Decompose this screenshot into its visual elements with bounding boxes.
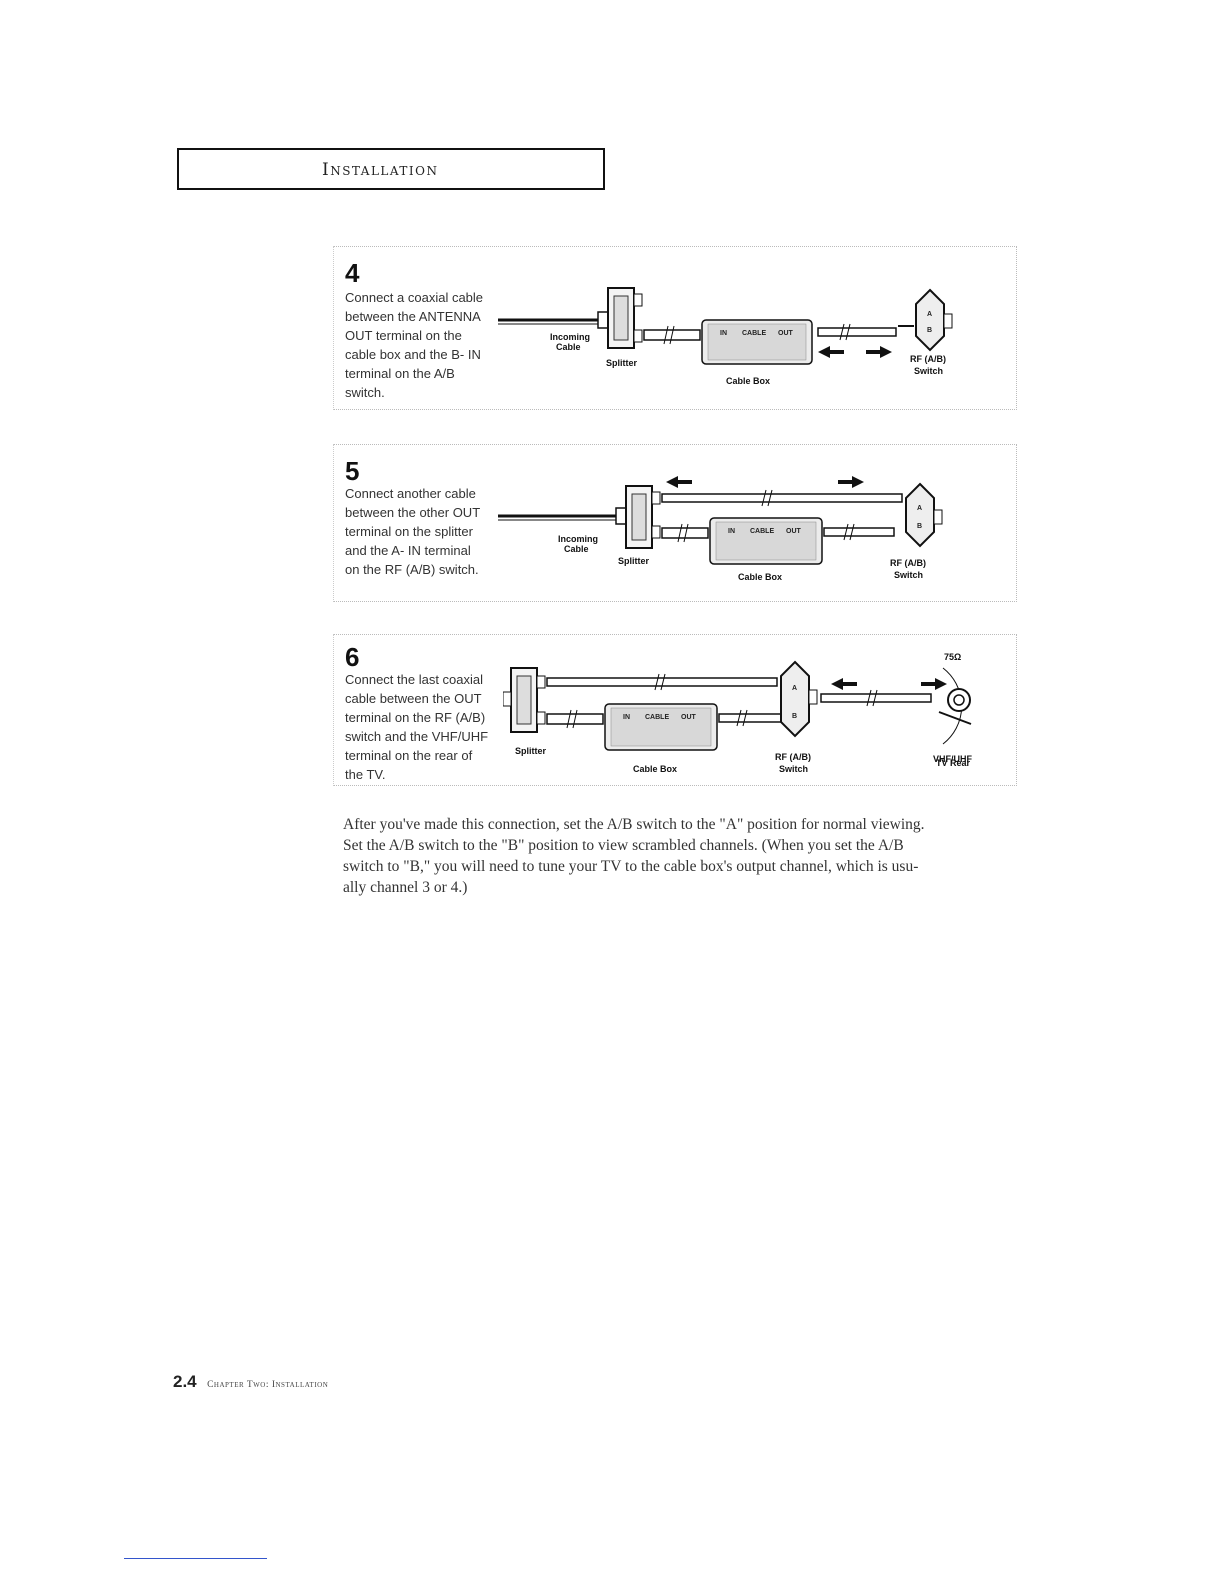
vhf-uhf-label: VHF/UHF [933,754,972,764]
step-instructions: Connect a coaxial cable between the ANTE… [345,288,505,402]
instruction-line: on the RF (A/B) switch. [345,562,479,577]
instruction-line: cable between the OUT [345,691,482,706]
box-cable-label: CABLE [742,330,766,337]
instruction-line: switch and the VHF/UHF [345,729,489,744]
instruction-line: OUT terminal on the [345,328,462,343]
switch-a-label: A [917,505,922,512]
cable-box-label: Cable Box [633,764,677,774]
step-number: 5 [345,456,360,486]
rf-switch-label: Switch [779,764,808,774]
instruction-line: between the other OUT [345,505,481,520]
box-cable-label: CABLE [645,714,669,721]
rf-switch-label: Switch [914,366,943,376]
step-instructions: Connect the last coaxial cable between t… [345,670,505,784]
arrow-left-icon [818,346,844,358]
splitter-icon [615,485,661,549]
incoming-cable-label: Cable [564,544,589,554]
tv-terminal-icon [938,667,972,745]
splitter-icon [597,287,643,349]
instruction-line: Connect the last coaxial [345,672,484,687]
chapter-label: Chapter Two: Installation [207,1380,329,1390]
rf-switch-label: Switch [894,570,923,580]
splitter-label: Splitter [606,358,638,368]
switch-b-label: B [927,327,932,334]
instruction-line: between the ANTENNA [345,309,481,324]
rf-switch-label: RF (A/B) [890,558,926,568]
page-footer: 2.4 Chapter Two: Installation [173,1372,328,1392]
step-6: 6 Connect the last coaxial cable between… [333,634,1017,786]
box-in-label: IN [728,528,735,535]
step-frame [333,246,1017,410]
connection-diagram: IN CABLE OUT A B Incoming Cable Splitter… [498,287,953,386]
arrow-right-icon [866,346,892,358]
box-out-label: OUT [786,528,802,535]
box-cable-label: CABLE [750,528,774,535]
section-header: Installation [177,148,605,190]
splitter-label: Splitter [618,556,650,566]
ohm-label: 75Ω [944,652,961,662]
step-number: 4 [345,258,360,288]
tv-rear-label: TV Rear [936,758,971,768]
step-instructions: Connect another cable between the other … [345,484,505,579]
paragraph-line: After you've made this connection, set t… [343,816,925,833]
rf-switch-icon: A B [780,660,818,738]
arrow-right-icon [921,678,947,690]
instruction-line: terminal on the A/B [345,366,455,381]
splitter-icon [503,667,546,733]
instruction-line: terminal on the RF (A/B) [345,710,486,725]
paragraph-line: Set the A/B switch to the "B" position t… [343,837,904,854]
instruction-line: the TV. [345,767,386,782]
instruction-line: cable box and the B- IN [345,347,481,362]
incoming-cable-label: Incoming [558,534,598,544]
splitter-label: Splitter [515,746,547,756]
connection-diagram: IN CABLE OUT A B Splitter Cable Box RF (… [503,652,972,774]
instruction-line: switch. [345,385,385,400]
box-in-label: IN [720,330,727,337]
page-number: 2.4 [173,1372,197,1391]
switch-b-label: B [792,713,797,720]
instruction-line: Connect a coaxial cable [345,290,484,305]
instruction-line: terminal on the splitter [345,524,473,539]
paragraph-line: ally channel 3 or 4.) [343,879,468,896]
arrow-right-icon [838,476,864,488]
cable-box-icon: IN CABLE OUT [701,319,813,365]
arrow-left-icon [831,678,857,690]
incoming-cable-label: Incoming [550,332,590,342]
step-frame [333,444,1017,602]
box-out-label: OUT [778,330,794,337]
paragraph-line: switch to "B," you will need to tune you… [343,858,919,875]
cable-box-icon: IN CABLE OUT [709,517,823,565]
rf-switch-label: RF (A/B) [910,354,946,364]
step-4: 4 Connect a coaxial cable between the AN… [333,246,1017,410]
cable-box-icon: IN CABLE OUT [604,703,718,751]
step-frame [333,634,1017,786]
step-5: 5 Connect another cable between the othe… [333,444,1017,602]
rf-switch-icon: A B [915,288,953,352]
step-number: 6 [345,642,360,672]
instruction-paragraph: After you've made this connection, set t… [343,814,1043,898]
box-in-label: IN [623,714,630,721]
box-out-label: OUT [681,714,697,721]
connection-diagram: IN CABLE OUT A B Incoming Cable Splitter… [498,476,943,582]
instruction-line: terminal on the rear of [345,748,473,763]
cable-box-label: Cable Box [726,376,770,386]
incoming-cable-label: Cable [556,342,581,352]
instruction-line: and the A- IN terminal [345,543,471,558]
section-title: Installation [322,160,439,180]
switch-a-label: A [927,311,932,318]
cable-box-label: Cable Box [738,572,782,582]
rf-switch-label: RF (A/B) [775,752,811,762]
rf-switch-icon: A B [905,482,943,548]
switch-b-label: B [917,523,922,530]
switch-a-label: A [792,685,797,692]
divider [124,1558,267,1559]
instruction-line: Connect another cable [345,486,476,501]
arrow-left-icon [666,476,692,488]
